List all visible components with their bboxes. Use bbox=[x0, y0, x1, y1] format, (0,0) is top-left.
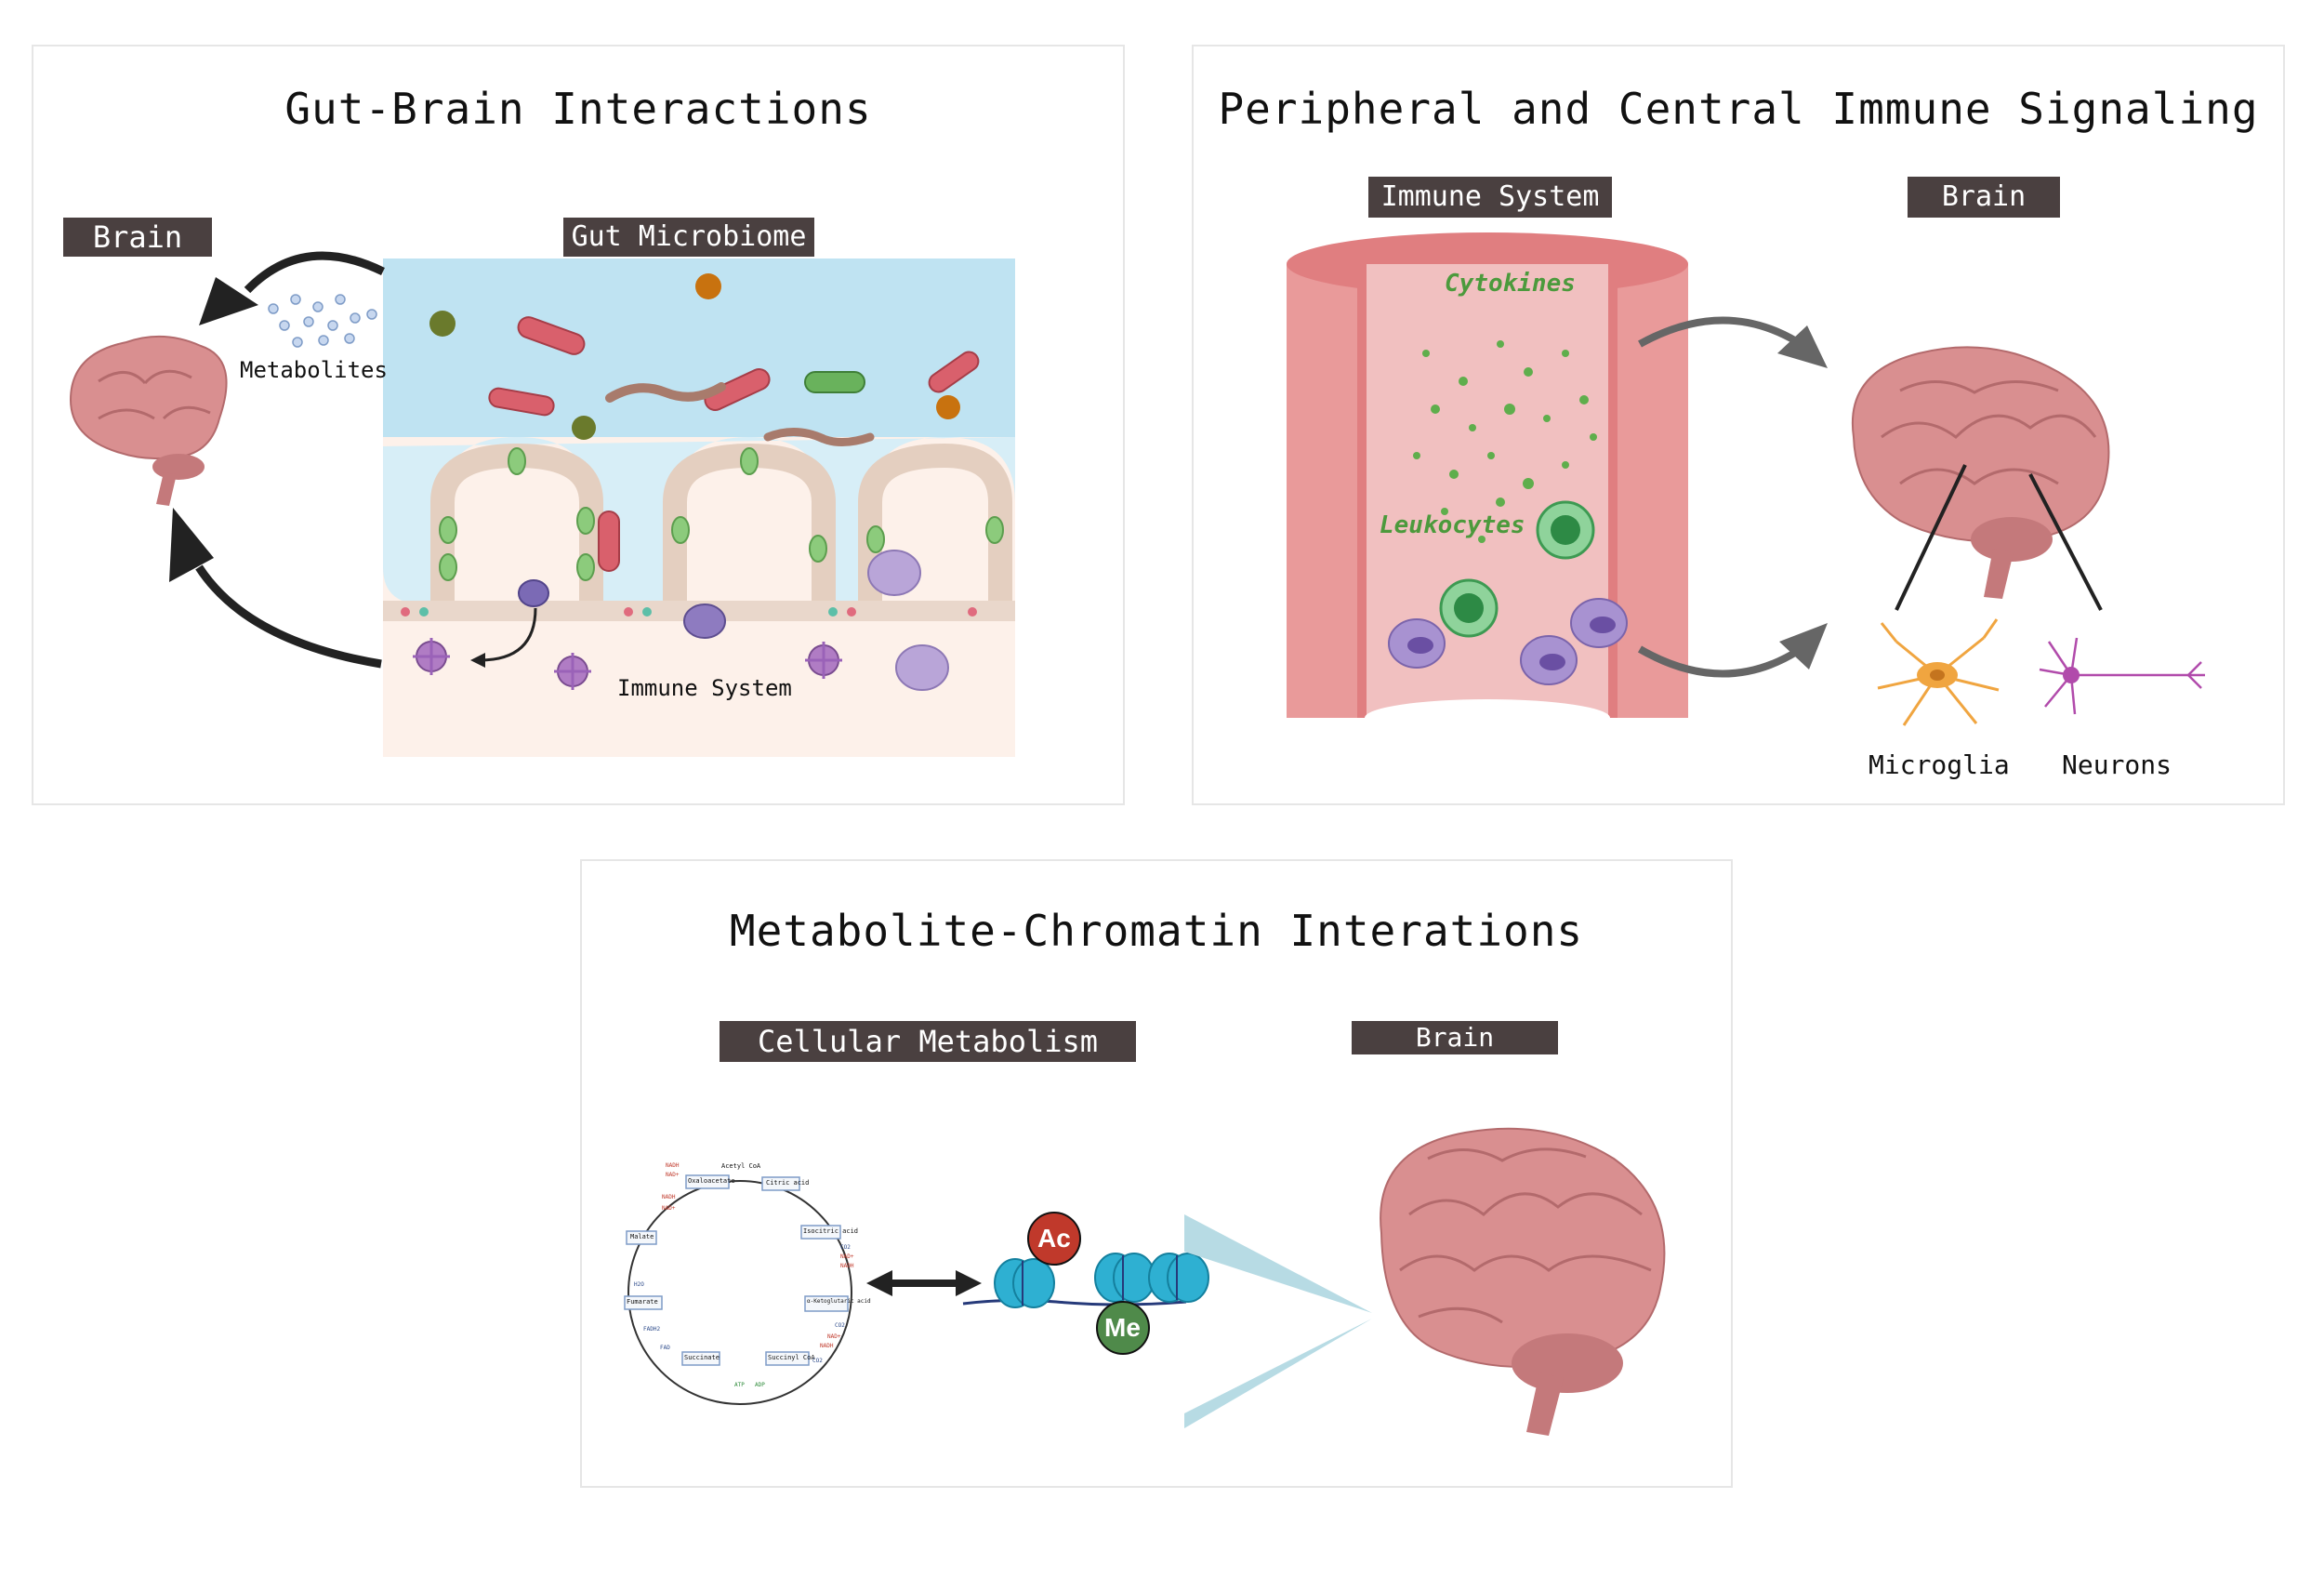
tca-cofactor-label: NAD+ bbox=[827, 1333, 841, 1340]
tca-step-label: Oxaloacetate bbox=[688, 1177, 735, 1185]
arrow-cytokines-to-brain bbox=[1638, 316, 1801, 348]
neurons-label: Neurons bbox=[2062, 749, 2172, 780]
tca-cycle bbox=[627, 1180, 852, 1405]
arrow-immune-to-brain bbox=[195, 564, 382, 669]
tca-cofactor-label: NADH bbox=[840, 1263, 854, 1269]
cellular-metabolism-tag: Cellular Metabolism bbox=[720, 1021, 1136, 1062]
tca-cofactor-label: NAD+ bbox=[666, 1172, 680, 1178]
tca-cofactor-label: NADH bbox=[820, 1343, 834, 1349]
neuron-icon bbox=[2039, 637, 2205, 715]
tca-cofactor-label: CO2 bbox=[840, 1244, 851, 1251]
tca-cofactor-label: FADH2 bbox=[643, 1326, 661, 1333]
tca-step-label: Citric acid bbox=[766, 1179, 810, 1187]
cytokine-dots bbox=[1413, 340, 1597, 543]
metabolite-dots bbox=[268, 294, 377, 348]
tca-cofactor-label: H2O bbox=[634, 1281, 644, 1288]
cytokines-label: Cytokines bbox=[1445, 270, 1576, 298]
brain-tag: Brain bbox=[63, 218, 212, 257]
brain-icon bbox=[69, 335, 228, 506]
tca-step-label: Succinyl CoA bbox=[768, 1354, 815, 1361]
tca-step-label: Malate bbox=[630, 1233, 654, 1240]
leukocytes-label: Leukocytes bbox=[1380, 511, 1525, 539]
tca-cofactor-label: NAD+ bbox=[662, 1205, 676, 1212]
tca-step-label: Succinate bbox=[684, 1354, 720, 1361]
ac-mark bbox=[1027, 1212, 1081, 1266]
vessel-illustration bbox=[1287, 232, 2205, 736]
panel-title: Peripheral and Central Immune Signaling bbox=[1218, 84, 2259, 134]
arrow-gut-to-brain bbox=[244, 251, 385, 294]
arrow-leukocytes-to-brain bbox=[1638, 645, 1801, 678]
tca-cofactor-label: ATP bbox=[734, 1382, 745, 1388]
bacteria bbox=[488, 316, 980, 572]
tca-cofactor-label: FAD bbox=[660, 1345, 670, 1351]
metabolites-label: Metabolites bbox=[240, 357, 388, 383]
me-label: Me bbox=[1104, 1313, 1141, 1342]
ac-label: Ac bbox=[1037, 1224, 1071, 1253]
brain-icon bbox=[1851, 346, 2110, 599]
brain-tag: Brain bbox=[1352, 1021, 1558, 1054]
brain-tag: Brain bbox=[1908, 177, 2060, 218]
microglia-label: Microglia bbox=[1868, 749, 2010, 780]
me-mark bbox=[1096, 1301, 1150, 1355]
tca-cofactor-label: CO2 bbox=[812, 1358, 823, 1364]
panel-gut-brain: Gut-Brain Interactions Brain Gut Microbi… bbox=[32, 45, 1125, 805]
tca-cofactor-label: ADP bbox=[755, 1382, 765, 1388]
tca-step-label: Isocitric acid bbox=[803, 1227, 859, 1235]
panel-immune-signaling: Peripheral and Central Immune Signaling … bbox=[1192, 45, 2285, 805]
brain-icon bbox=[1380, 1127, 1666, 1436]
gut-microbiome-tag: Gut Microbiome bbox=[563, 218, 814, 257]
tca-cofactor-label: NADH bbox=[662, 1194, 676, 1200]
chromatin-illustration bbox=[624, 1127, 1666, 1436]
panel-metabolite-chromatin: Metabolite-Chromatin Interations Cellula… bbox=[580, 859, 1733, 1488]
panel-title: Gut-Brain Interactions bbox=[284, 84, 872, 134]
tca-cofactor-label: CO2 bbox=[835, 1322, 845, 1329]
tca-input-label: Acetyl CoA bbox=[721, 1162, 761, 1170]
gut-illustration bbox=[69, 251, 1015, 757]
double-arrow bbox=[866, 1270, 982, 1296]
panel-title: Metabolite-Chromatin Interations bbox=[729, 906, 1584, 956]
immune-system-label: Immune System bbox=[617, 675, 792, 701]
tca-step-label: Fumarate bbox=[627, 1298, 658, 1306]
tca-cofactor-label: NADH bbox=[666, 1162, 680, 1169]
tca-step-label: α-Ketoglutaric acid bbox=[807, 1298, 871, 1305]
tca-cofactor-label: NAD+ bbox=[840, 1253, 854, 1260]
immune-system-tag: Immune System bbox=[1368, 177, 1612, 218]
